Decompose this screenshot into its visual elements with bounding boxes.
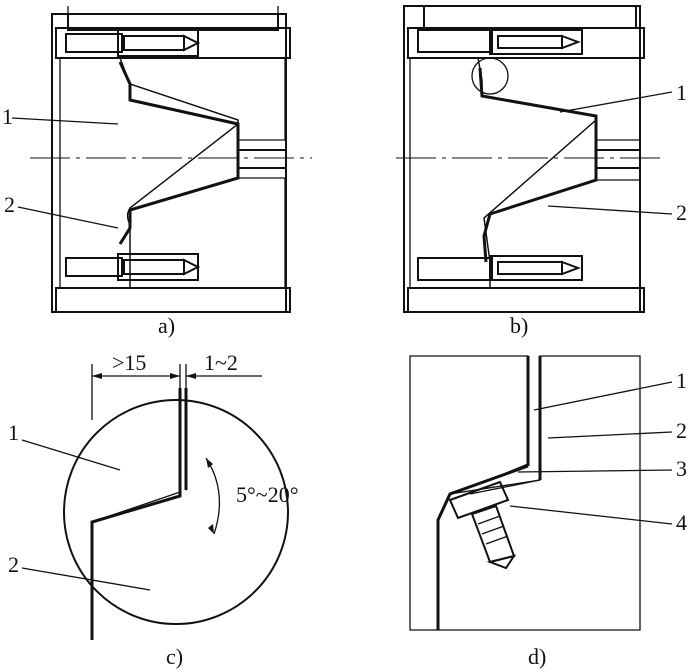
- bolt-top-a: [65, 29, 201, 57]
- caption-c: c): [166, 644, 183, 669]
- label-a-2: 2: [4, 192, 15, 217]
- label-d-1: 1: [676, 368, 687, 393]
- screw-d: [448, 480, 517, 570]
- bolt-bottom-b: [417, 255, 583, 281]
- label-b-2: 2: [676, 200, 687, 225]
- label-d-4: 4: [676, 510, 687, 535]
- label-d-3: 3: [676, 456, 687, 481]
- panel-a: 1 2 a): [2, 6, 312, 338]
- label-c-2: 2: [8, 552, 19, 577]
- panel-c: >15 1~2 5°~20° 1 2 c): [8, 350, 299, 669]
- dim-c-left: >15: [112, 350, 146, 375]
- angle-c: 5°~20°: [236, 482, 299, 507]
- label-b-1: 1: [676, 80, 687, 105]
- caption-a: a): [158, 313, 175, 338]
- dim-c-right: 1~2: [204, 350, 238, 375]
- caption-b: b): [510, 313, 528, 338]
- panel-d: 1 2 3 4 d): [409, 355, 687, 669]
- label-a-1: 1: [2, 104, 13, 129]
- label-c-1: 1: [8, 420, 19, 445]
- label-d-2: 2: [676, 418, 687, 443]
- panel-b: 1 2 b): [396, 5, 687, 338]
- caption-d: d): [528, 644, 546, 669]
- bolt-bottom-a: [65, 253, 201, 281]
- bolt-top-b: [417, 29, 583, 55]
